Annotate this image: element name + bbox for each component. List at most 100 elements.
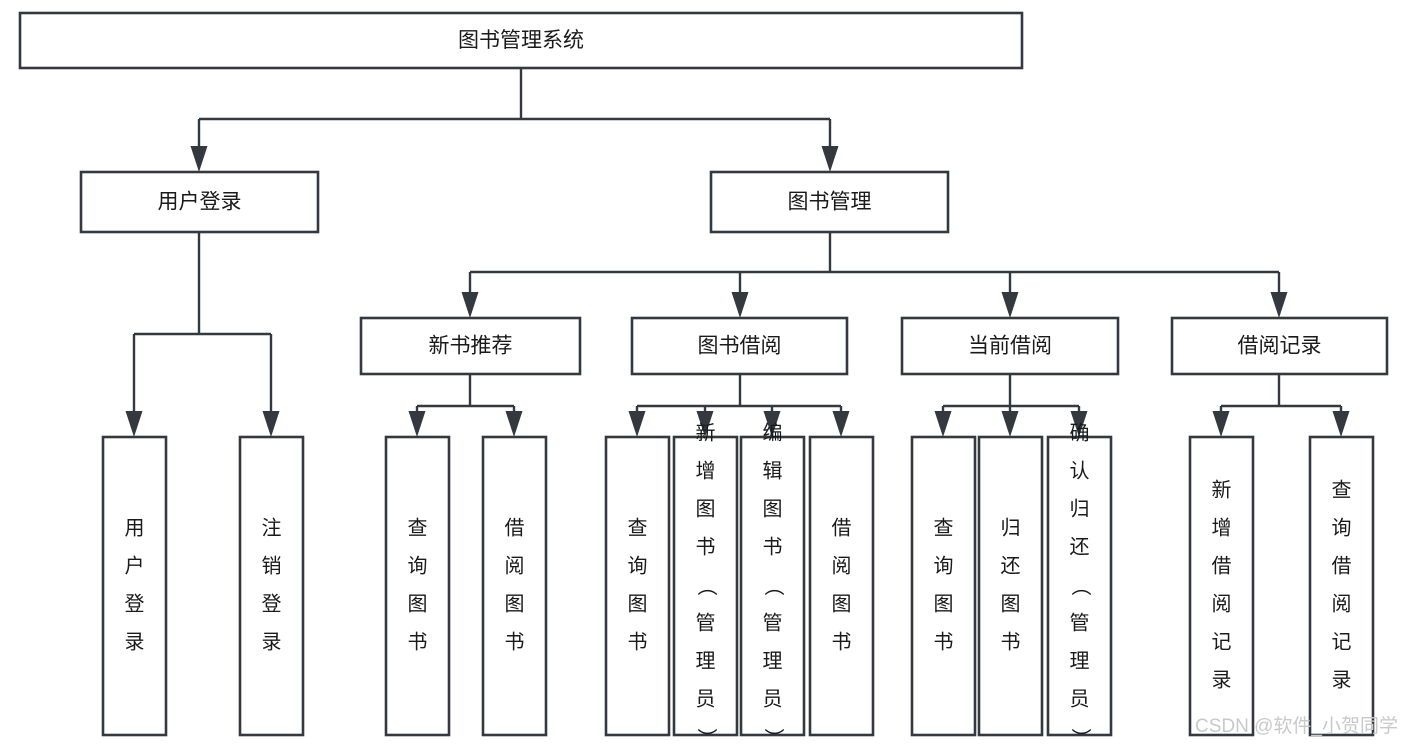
node-label-char: 查: [628, 516, 648, 539]
connector-arrow-icon: [1332, 411, 1350, 437]
node-label: 图书借阅: [698, 335, 782, 358]
node-label-char: 书: [832, 630, 852, 653]
node-label-char: 询: [628, 554, 648, 577]
node-label-char: 图: [1001, 593, 1021, 615]
connector-arrow-icon: [262, 411, 280, 437]
node-label-char: 录: [125, 631, 145, 653]
node-box[interactable]: [739, 435, 806, 737]
connector-arrow-icon: [763, 411, 781, 437]
node-label-char: 管: [763, 611, 783, 634]
node-box[interactable]: [672, 435, 739, 737]
node-label-char: 员: [1070, 688, 1090, 710]
node-label-char: 员: [763, 688, 783, 710]
connector-arrow-icon: [408, 411, 426, 437]
node-box[interactable]: [900, 316, 1120, 376]
connector-arrow-icon: [1001, 411, 1019, 437]
node-label-char: 查: [408, 516, 428, 539]
node-label-char: 管: [1070, 611, 1090, 634]
node-label-char: 记: [1212, 630, 1232, 653]
node-label: 借阅记录: [1238, 335, 1322, 358]
node-label-char: ）: [762, 728, 785, 747]
node-label-char: （: [1069, 576, 1092, 596]
node-label-char: 还: [1070, 535, 1090, 558]
connector-current-borrow: [934, 374, 1088, 437]
node-label: 图书管理系统: [458, 29, 584, 52]
node-box[interactable]: [977, 435, 1044, 737]
node-label-char: 书: [1001, 630, 1021, 653]
node-label-char: 辑: [763, 459, 783, 482]
node-root[interactable]: 图书管理系统: [18, 11, 1024, 70]
node-box[interactable]: [18, 11, 1024, 70]
node-box[interactable]: [359, 316, 582, 376]
node-label-char: 图: [763, 498, 783, 520]
node-book-borrow[interactable]: 图书借阅: [630, 316, 849, 376]
connector-book-borrow: [628, 374, 850, 437]
node-box[interactable]: [384, 435, 451, 737]
connector-arrow-icon: [1270, 292, 1288, 318]
node-label-char: 查: [934, 516, 954, 539]
node-label-char: 理: [1070, 650, 1090, 672]
node-label-char: 新: [696, 421, 716, 444]
node-label-char: 归: [1001, 516, 1021, 539]
node-label-char: 登: [125, 592, 145, 615]
node-label-char: 理: [763, 650, 783, 672]
node-label: 图书管理: [788, 191, 872, 214]
connector-arrow-icon: [628, 411, 646, 437]
node-box[interactable]: [1308, 435, 1375, 737]
node-label: 新书推荐: [429, 335, 513, 358]
node-box[interactable]: [1188, 435, 1255, 737]
node-label-char: 询: [934, 554, 954, 577]
connector-arrow-icon: [832, 411, 850, 437]
node-label-char: 增: [696, 459, 716, 482]
node-new-book-recommend[interactable]: 新书推荐: [359, 316, 582, 376]
connector-arrow-icon: [190, 146, 208, 172]
node-label-char: 借: [1332, 554, 1352, 577]
node-box[interactable]: [910, 435, 977, 737]
node-box[interactable]: [481, 435, 548, 737]
node-label-char: 认: [1070, 459, 1090, 482]
node-box[interactable]: [238, 435, 305, 737]
node-label-char: 录: [1332, 669, 1352, 691]
node-user-login[interactable]: 用户登录: [79, 170, 320, 234]
connector-layer: [125, 68, 1350, 437]
connector-arrow-icon: [731, 292, 749, 318]
node-box[interactable]: [1170, 316, 1389, 376]
node-current-borrow[interactable]: 当前借阅: [900, 316, 1120, 376]
node-label-char: 借: [505, 516, 525, 539]
node-book-manage[interactable]: 图书管理: [709, 170, 950, 234]
node-leaf-user-login[interactable]: 用户登录: [101, 435, 168, 737]
node-box[interactable]: [630, 316, 849, 376]
node-borrow-record[interactable]: 借阅记录: [1170, 316, 1389, 376]
node-label-char: 阅: [1332, 592, 1352, 615]
node-box[interactable]: [604, 435, 671, 737]
connector-book-manage: [461, 232, 1288, 318]
node-label-char: 书: [628, 630, 648, 653]
connector-borrow-record: [1212, 374, 1350, 437]
node-box[interactable]: [101, 435, 168, 737]
node-box[interactable]: [808, 435, 875, 737]
node-box[interactable]: [1046, 435, 1113, 737]
node-box[interactable]: [79, 170, 320, 234]
node-label-char: 编: [763, 421, 783, 444]
node-label-char: 销: [262, 554, 282, 577]
connector-arrow-icon: [696, 411, 714, 437]
node-label-char: 图: [832, 593, 852, 615]
node-label-char: 注: [262, 516, 282, 539]
node-label-char: 书: [505, 630, 525, 653]
connector-arrow-icon: [821, 146, 839, 172]
node-box[interactable]: [709, 170, 950, 234]
node-label-char: 归: [1070, 497, 1090, 520]
